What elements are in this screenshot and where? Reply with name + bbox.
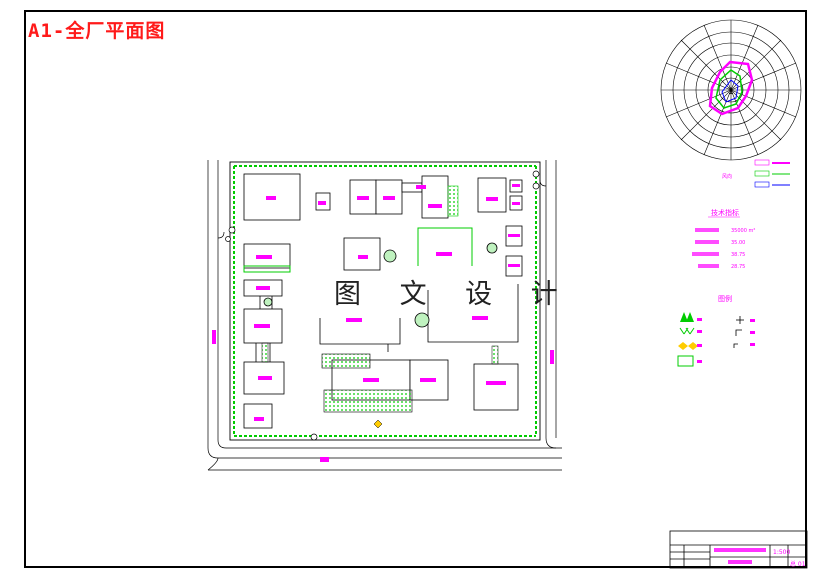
- green-outlines: [243, 227, 473, 273]
- tech-value-4: 28.75: [731, 264, 745, 270]
- tech-value-1: 35000 m²: [731, 228, 755, 234]
- road-label-east: [550, 350, 554, 364]
- title-block-drawing-name: [728, 560, 752, 564]
- shrub-icon: [679, 327, 695, 335]
- title-block: [669, 530, 808, 569]
- wind-rose-center-label: 1: [728, 87, 734, 97]
- main-gate-marker: [320, 457, 329, 462]
- flower-icon: [678, 342, 698, 350]
- lawn-patch-1: [447, 185, 459, 217]
- building-office: [473, 363, 519, 411]
- building-guard: [243, 403, 273, 429]
- drawing-title: A1-全厂平面图: [28, 20, 166, 42]
- title-block-sheet-no: 总 01: [790, 560, 806, 568]
- road-label-west: [212, 330, 216, 344]
- title-block-scale: 1:500: [773, 549, 790, 556]
- landscape-trees: [263, 242, 498, 328]
- road-symbol-icon: [733, 316, 744, 348]
- wind-rose: [660, 19, 802, 161]
- gate-posts: [225, 170, 540, 441]
- technical-indicators: 技术指标 35000 m² 35.00 38.75 28.75: [692, 208, 755, 270]
- legend: 图例: [677, 294, 755, 367]
- green-hedge: [233, 165, 537, 437]
- site-boundary: [229, 161, 541, 441]
- tree-icon: [680, 312, 694, 322]
- building-f: [343, 237, 381, 271]
- lawn-icon: [677, 355, 694, 367]
- building-label-marks: [254, 184, 520, 421]
- watermark-text: 图 文 设 计: [334, 279, 573, 310]
- lawn-patch-3: [323, 389, 413, 413]
- tech-value-3: 38.75: [731, 252, 745, 258]
- drawing-frame: [24, 10, 807, 568]
- lawn-patch-2: [321, 353, 371, 369]
- title-block-project-name: [714, 548, 766, 552]
- wind-legend: 风向: [722, 159, 790, 188]
- building-d: [477, 177, 507, 213]
- tech-table-heading: 技术指标: [711, 208, 739, 217]
- legend-heading: 图例: [718, 294, 732, 303]
- building-c: [421, 175, 449, 219]
- tech-value-2: 35.00: [731, 240, 745, 246]
- wind-legend-direction: 风向: [722, 173, 732, 180]
- perimeter-roads: [207, 160, 562, 471]
